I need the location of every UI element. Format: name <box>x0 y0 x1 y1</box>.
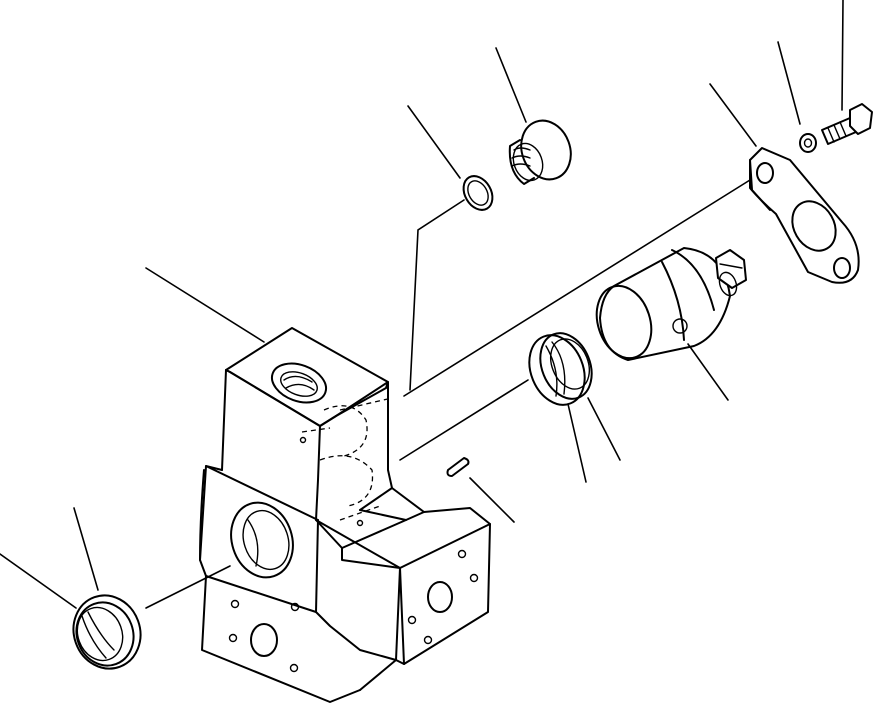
bolt <box>821 103 873 145</box>
seal-ring-pair <box>528 332 593 406</box>
pin <box>446 457 470 477</box>
o-ring-small <box>462 175 494 211</box>
plug-top <box>508 119 572 185</box>
washer <box>799 133 817 153</box>
valve-capsule <box>595 247 747 361</box>
plug-ring-left <box>72 594 142 670</box>
callout-leaders <box>0 0 844 609</box>
flange-cover <box>749 147 860 284</box>
valve-body <box>199 327 491 703</box>
assembly-lines <box>145 179 751 609</box>
